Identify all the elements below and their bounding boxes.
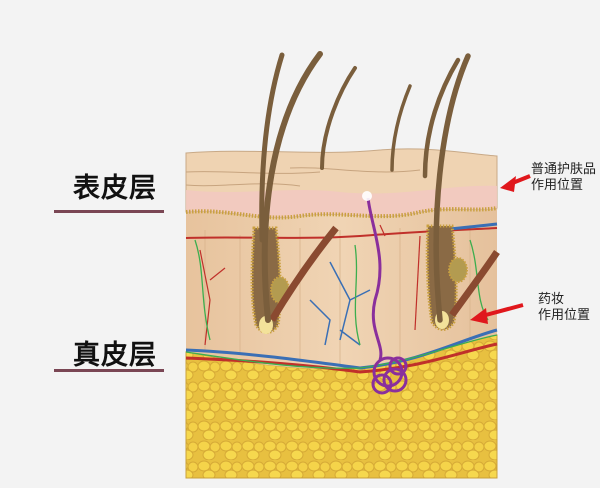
hair-follicle-right	[425, 224, 500, 331]
epidermis-layer	[185, 148, 498, 220]
sweat-pore	[362, 191, 372, 201]
annotation-regular-skincare: 普通护肤品 作用位置	[531, 162, 596, 194]
arrow-regular-skincare	[500, 174, 531, 192]
annotation-cosmeceutical-line1: 药妆	[538, 292, 565, 307]
annotation-cosmeceutical: 药妆 作用位置	[538, 292, 590, 324]
annotation-cosmeceutical-line2: 作用位置	[538, 308, 591, 323]
epidermis-label: 表皮层	[73, 173, 157, 204]
annotation-regular-skincare-line2: 作用位置	[531, 178, 584, 193]
epidermis-label-underline	[54, 210, 164, 213]
dermis-label-underline	[54, 369, 164, 372]
sweat-gland	[366, 197, 408, 395]
annotation-regular-skincare-line1: 普通护肤品	[531, 162, 597, 177]
hair-shafts	[259, 51, 471, 323]
arrow-cosmeceutical	[470, 303, 524, 324]
dermis-label: 真皮层	[73, 340, 157, 371]
